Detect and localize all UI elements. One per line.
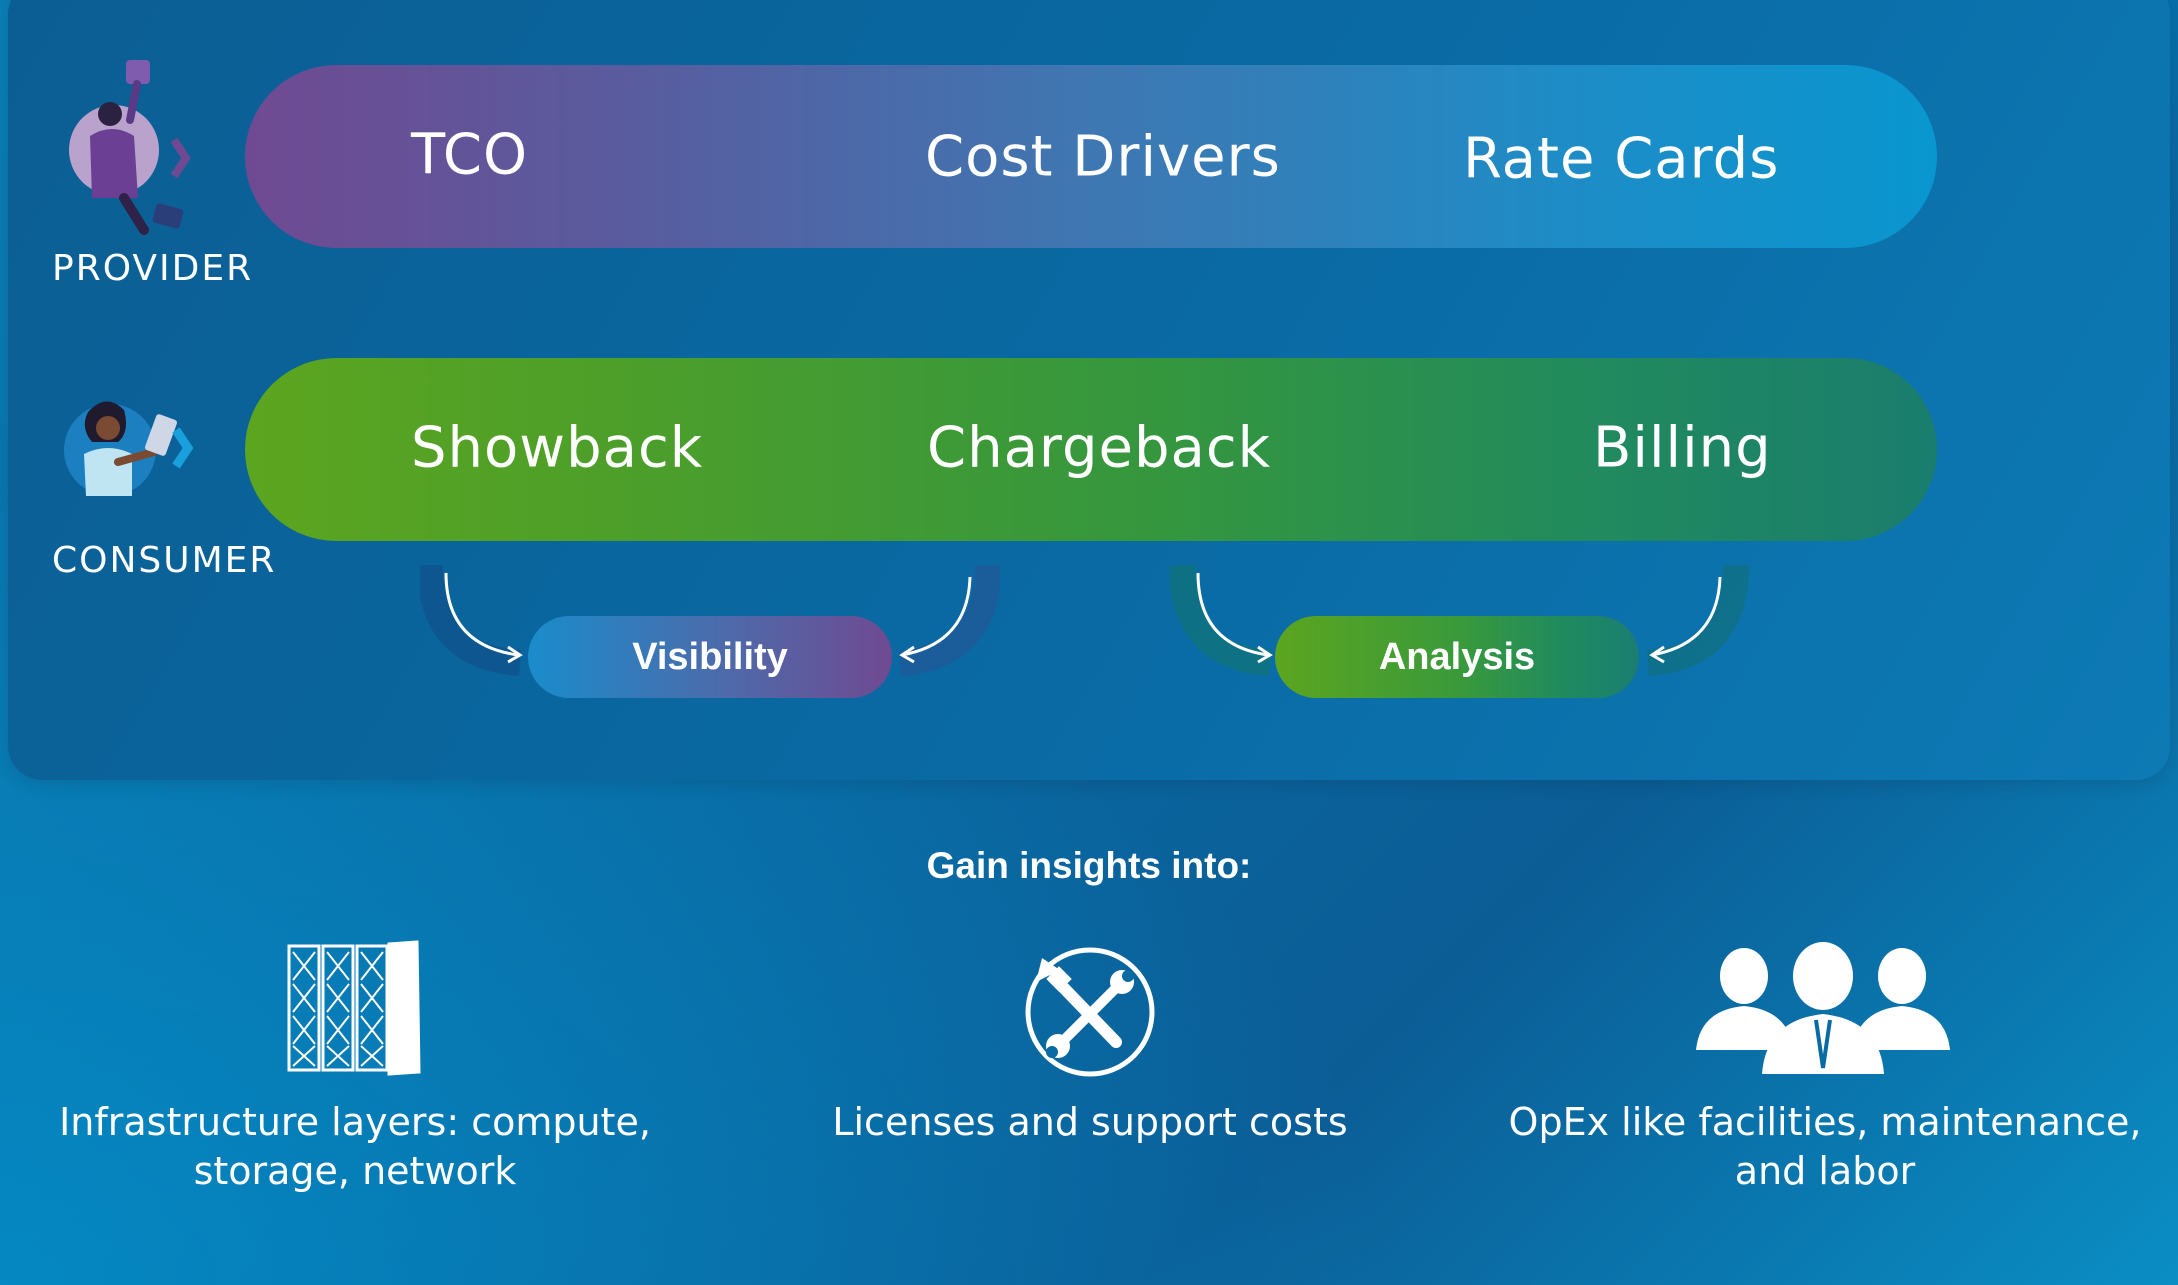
analysis-arrows [1170,565,1749,676]
provider-role-label: PROVIDER [52,248,254,289]
provider-item-cost-drivers: Cost Drivers [925,124,1281,190]
consumer-person-icon [64,401,194,496]
visibility-pill: Visibility [528,616,892,698]
consumer-item-chargeback: Chargeback [927,415,1272,481]
provider-person-icon [69,60,191,235]
consumer-item-billing: Billing [1593,415,1772,481]
provider-item-tco: TCO [411,122,529,188]
analysis-pill: Analysis [1275,616,1639,698]
insight-text-infrastructure: Infrastructure layers: compute, storage,… [59,1100,651,1193]
people-group-icon [1696,942,1950,1074]
visibility-arrows [420,565,1000,676]
provider-item-rate-cards: Rate Cards [1463,126,1780,192]
insights-title: Gain insights into: [926,845,1252,886]
insight-text-opex: OpEx like facilities, maintenance, and l… [1508,1100,2142,1193]
tools-icon [1025,947,1155,1077]
server-rack-icon [287,940,421,1076]
insight-text-licenses: Licenses and support costs [832,1100,1348,1144]
provider-pill: TCO Cost Drivers Rate Cards [245,65,1937,248]
consumer-item-showback: Showback [411,415,704,481]
consumer-role-label: CONSUMER [52,540,277,581]
consumer-pill: Showback Chargeback Billing [245,358,1937,541]
